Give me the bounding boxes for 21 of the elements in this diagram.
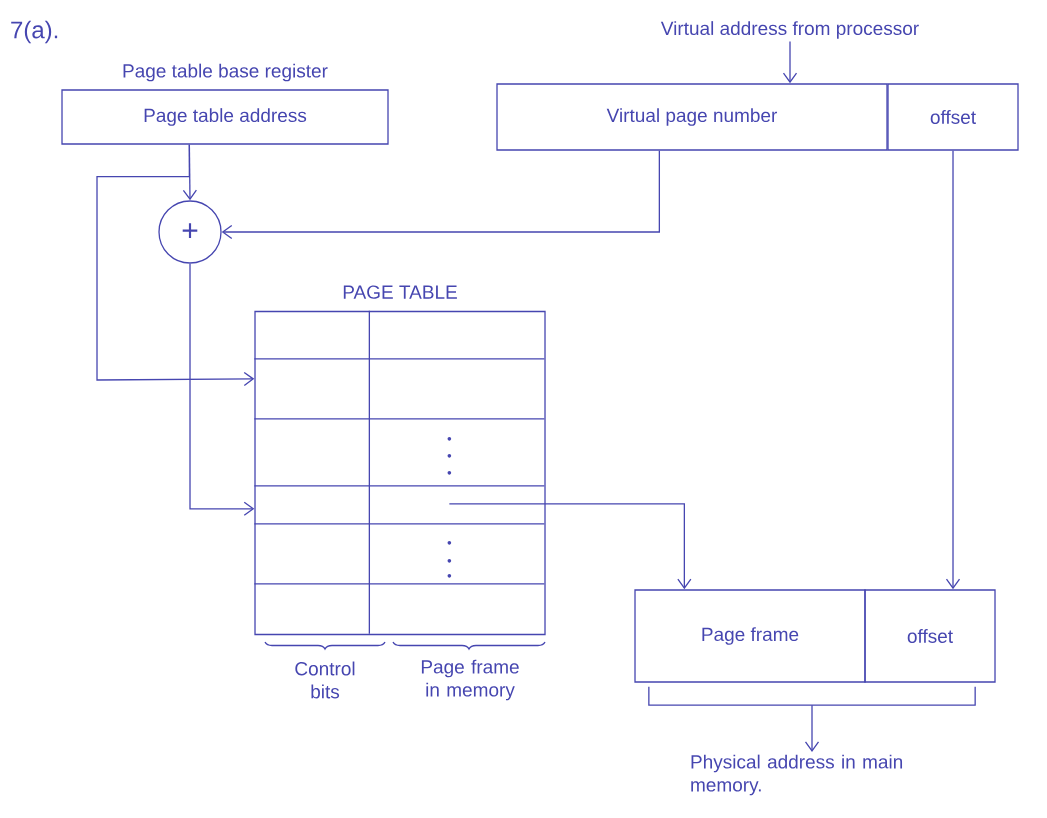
arrow bbox=[945, 150, 961, 590]
register-field: offset bbox=[864, 589, 996, 683]
register-field: offset bbox=[887, 83, 1019, 151]
register-field: Page table address bbox=[61, 89, 389, 145]
register-field: Page frame bbox=[634, 589, 866, 683]
arrow bbox=[96, 144, 255, 387]
register-field: Virtual page number bbox=[496, 83, 888, 151]
caption-text: Virtual address from processor bbox=[660, 21, 919, 39]
arrow bbox=[448, 503, 692, 590]
arrow bbox=[804, 704, 820, 752]
question-number: 7(a). bbox=[11, 20, 58, 44]
node-label: PAGE TABLE bbox=[343, 285, 457, 299]
arrow bbox=[782, 40, 798, 84]
caption-text: Control bits bbox=[295, 661, 355, 699]
arrow bbox=[221, 150, 660, 240]
caption-text: Physical address in main memory. bbox=[691, 754, 903, 796]
page-table: PAGE TABLE bbox=[253, 285, 546, 636]
bracket bbox=[648, 686, 976, 706]
caption-text: Page table base register bbox=[123, 63, 328, 82]
arrow bbox=[189, 263, 255, 516]
caption-text: Page frame in memory bbox=[421, 659, 519, 701]
